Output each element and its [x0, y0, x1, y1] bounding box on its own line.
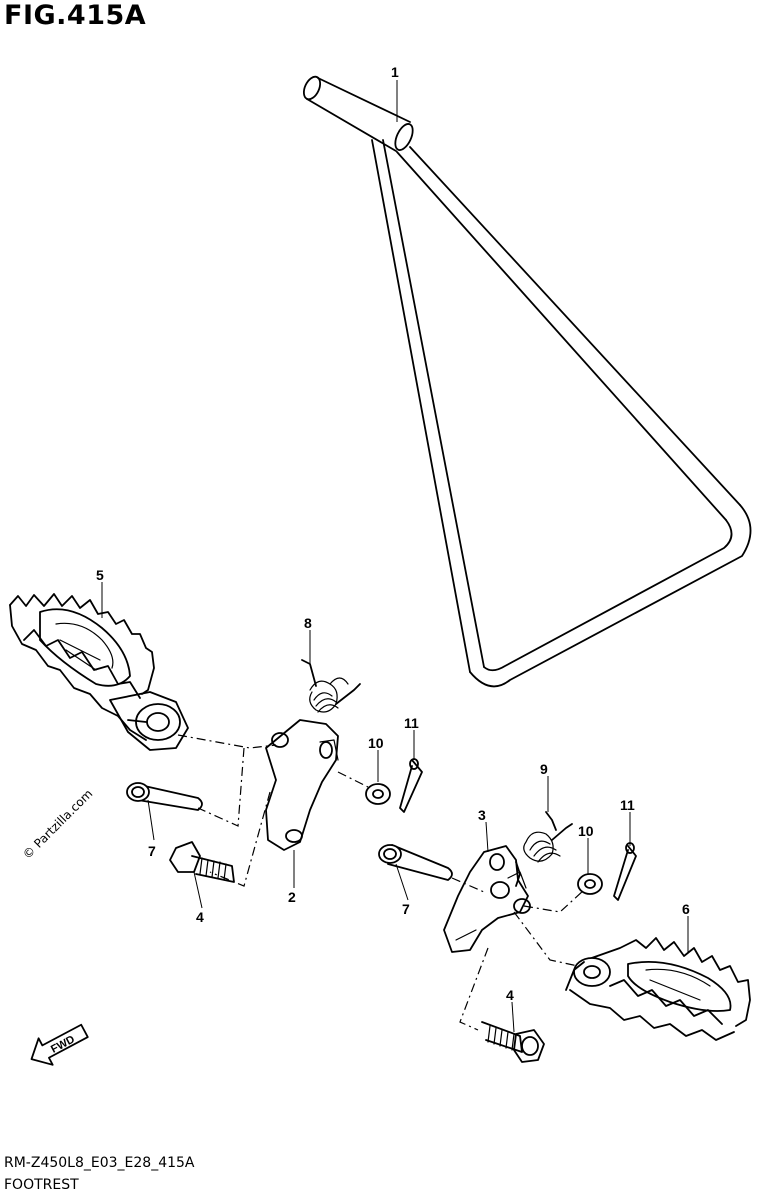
stand[interactable]: [301, 74, 752, 688]
axis-line-bolt-right: [459, 947, 489, 1031]
footrest-left[interactable]: [9, 593, 189, 751]
figure-name: FOOTREST: [4, 1177, 79, 1193]
figure-code: RM-Z450L8_E03_E28_415A: [4, 1155, 195, 1171]
fwd-arrow-icon: FWD: [30, 1023, 89, 1066]
spring-right[interactable]: [515, 811, 573, 887]
axis-line-pin-right: [451, 877, 485, 893]
pin-left[interactable]: [126, 782, 203, 811]
callout-7a: 7: [148, 843, 156, 859]
bolt-right[interactable]: [481, 1021, 545, 1063]
callout-11b: 11: [620, 797, 635, 813]
cotter-pin-left[interactable]: [399, 758, 423, 813]
washer-left[interactable]: [365, 783, 391, 805]
callout-10b: 10: [578, 823, 594, 839]
axis-line-bolt-left: [209, 791, 271, 887]
callouts: 1 5 8 11 10 9 11 3 10 7 2 6 7 4 4: [96, 64, 690, 1003]
callout-5: 5: [96, 567, 104, 583]
axis-line-pin-left: [197, 747, 245, 827]
figure-title: FIG.415A: [4, 0, 147, 31]
axis-line-left-pin: [177, 734, 277, 749]
washer-right[interactable]: [577, 873, 603, 895]
pin-right[interactable]: [378, 844, 453, 881]
axis-line-footrest-right: [513, 911, 579, 967]
callout-3: 3: [478, 807, 486, 823]
cotter-pin-right[interactable]: [613, 842, 637, 901]
footrest-right[interactable]: [565, 937, 751, 1041]
bolt-left[interactable]: [169, 841, 235, 883]
bracket-left[interactable]: [265, 719, 339, 851]
bracket-right[interactable]: [443, 845, 531, 953]
fwd-label: FWD: [49, 1033, 77, 1055]
leader-lines: [101, 80, 689, 1033]
callout-9: 9: [540, 761, 548, 777]
callout-4b: 4: [506, 987, 514, 1003]
callout-6: 6: [682, 901, 690, 917]
spring-left[interactable]: [301, 659, 361, 713]
callout-1: 1: [391, 64, 399, 80]
callout-8: 8: [304, 615, 312, 631]
callout-10a: 10: [368, 735, 384, 751]
axis-line-washer-right: [523, 889, 585, 913]
axis-line-washer-left: [337, 771, 369, 788]
callout-7b: 7: [402, 901, 410, 917]
callout-11a: 11: [404, 715, 419, 731]
callout-2: 2: [288, 889, 296, 905]
callout-4a: 4: [196, 909, 204, 925]
